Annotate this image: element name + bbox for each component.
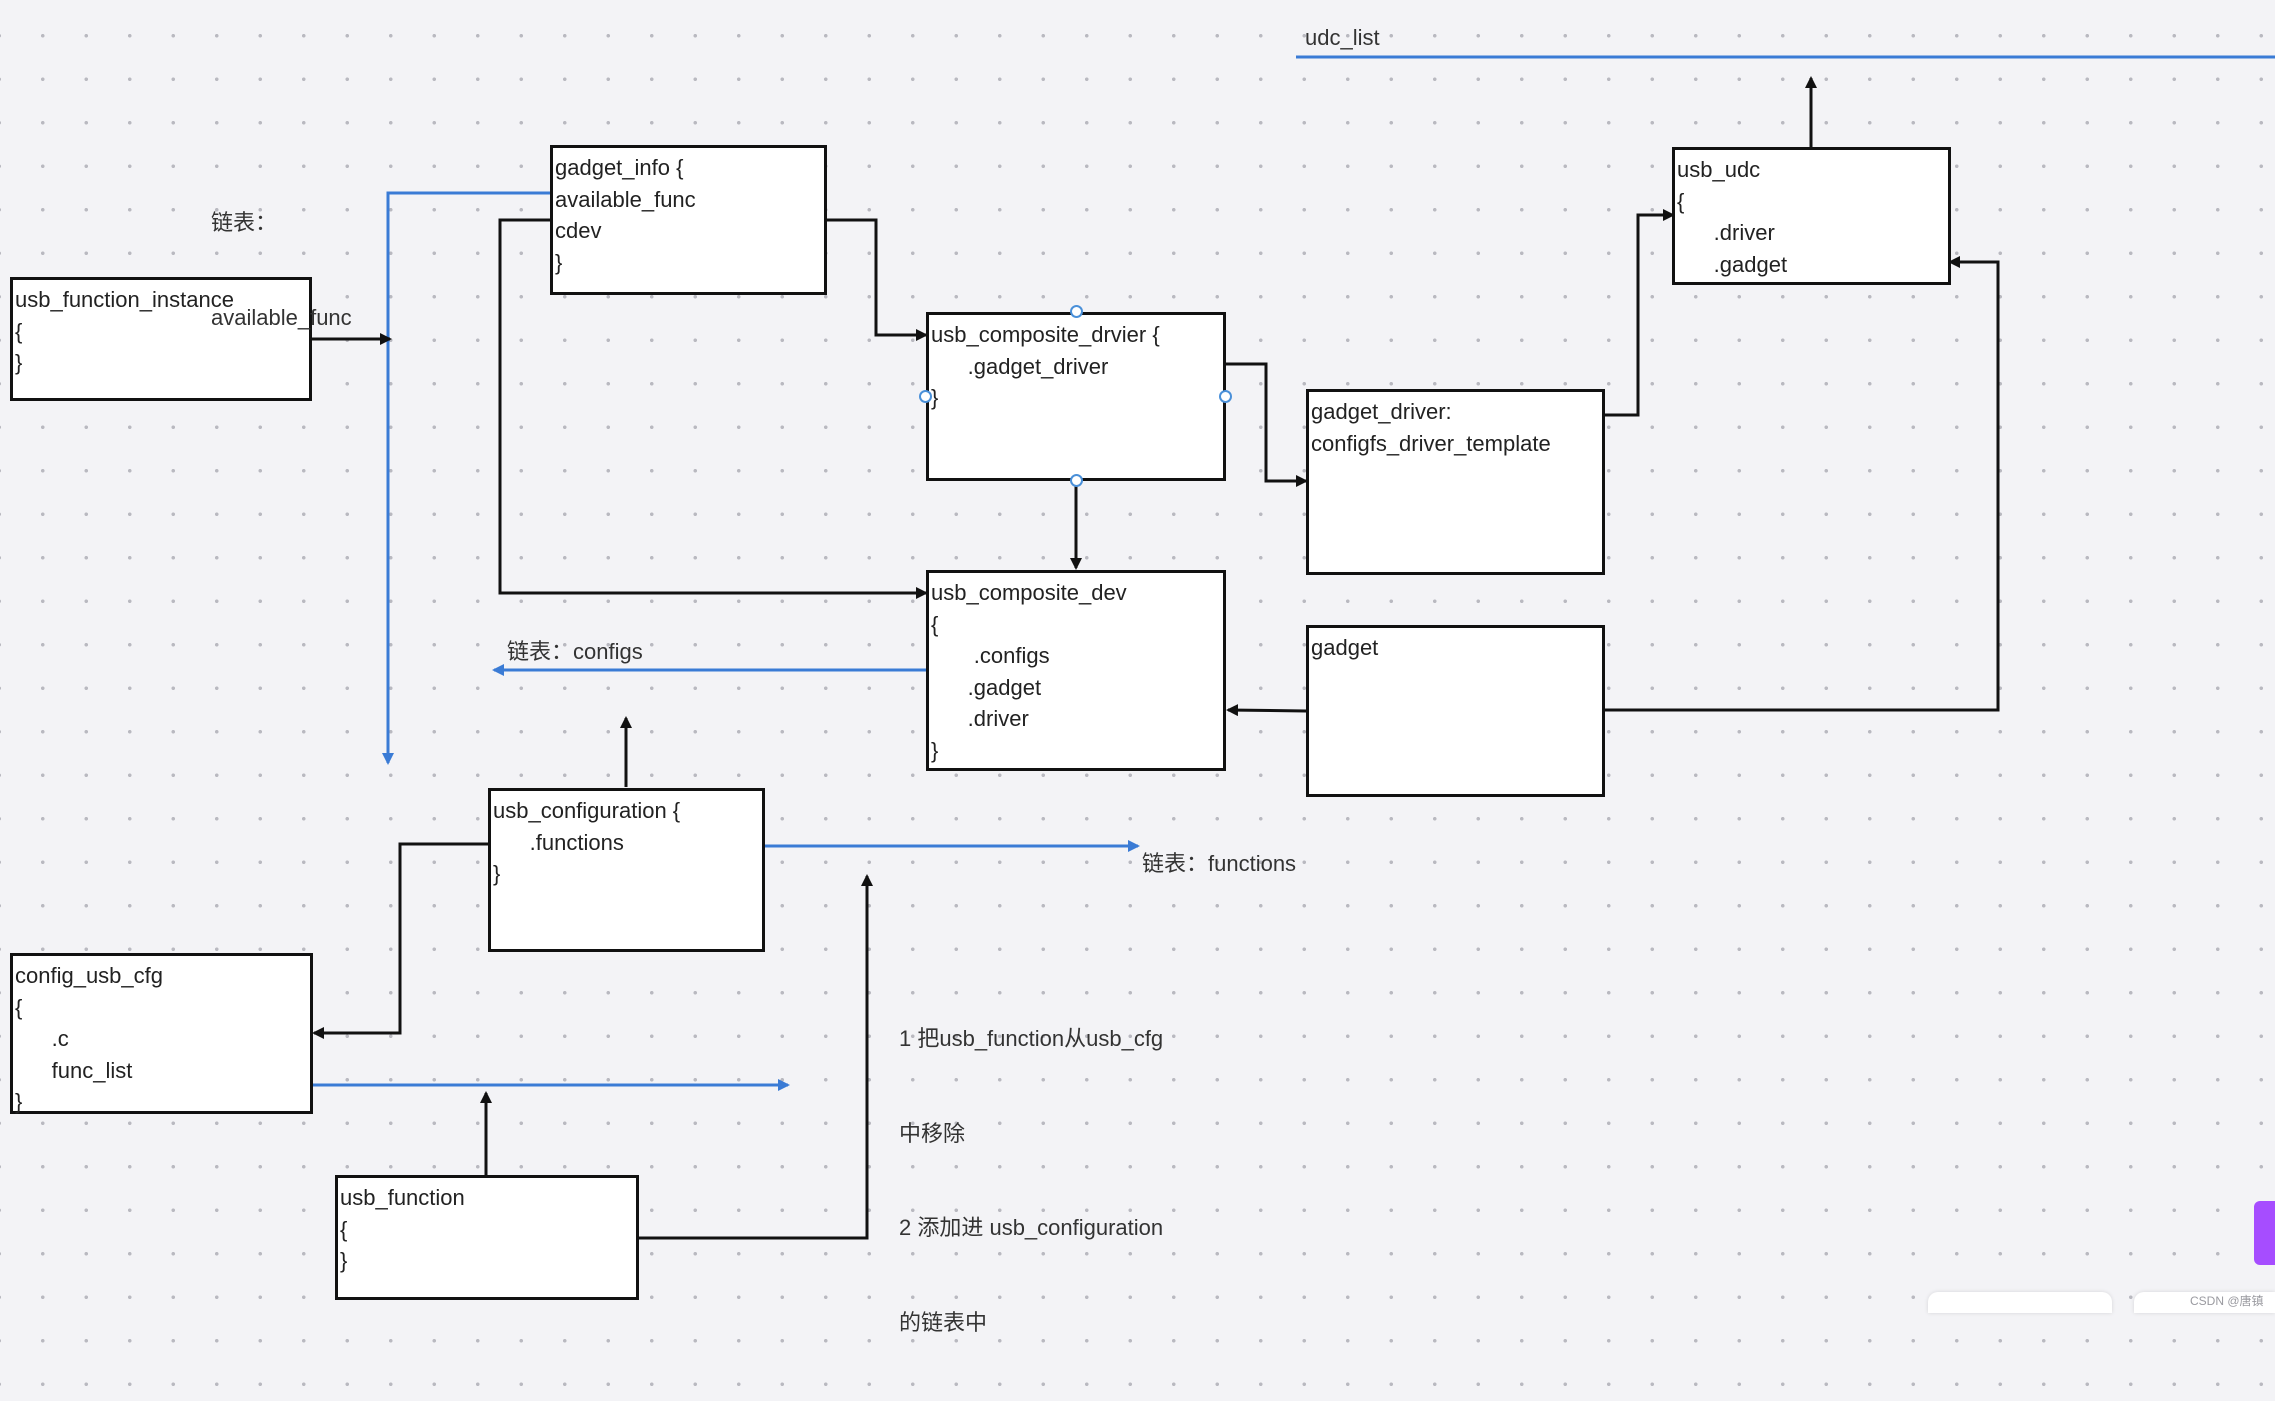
node-text-line: { [15, 994, 23, 1020]
label-functions-list: 链表：functions [1142, 851, 1297, 876]
edge-function-to-functions-list[interactable] [638, 874, 873, 1240]
label-udc-list: udc_list [1305, 25, 1380, 50]
label-available-func-line-1: 链表： [211, 210, 278, 235]
node-text-line: func_list [15, 1057, 133, 1083]
node-text-line: { [340, 1216, 348, 1242]
node-text-line: usb_function_instance [15, 287, 234, 312]
node-text-line: { [931, 611, 939, 637]
node-text-line: usb_configuration { [493, 798, 681, 823]
node-text-line: available_func [555, 186, 696, 212]
node-text-line: .functions [493, 829, 624, 855]
node-text-line: { [1677, 188, 1685, 214]
note-move-function: 1 把usb_function从usb_cfg 中移除 2 添加进 usb_co… [899, 960, 1163, 1401]
node-text-line: } [931, 385, 939, 410]
edge-composite-drvier-to-gadget-driver[interactable] [1226, 362, 1308, 487]
edge-configuration-to-cfg[interactable] [312, 842, 489, 1039]
node-text-line: } [931, 737, 939, 763]
edge-available-func-list[interactable] [382, 191, 551, 765]
edge-gadget-driver-to-udc[interactable] [1603, 209, 1675, 417]
resize-handle-bottom[interactable] [1070, 474, 1083, 487]
node-gadget-driver[interactable]: gadget_driver: configfs_driver_template [1306, 389, 1605, 575]
node-text-line: configfs_driver_template [1311, 430, 1551, 456]
diagram-canvas: usb_function_instance {} gadget_info { ava… [10, 25, 2275, 1335]
node-text-line: .gadget_driver [931, 353, 1109, 379]
edge-gadget-to-composite-dev[interactable] [1226, 704, 1307, 717]
node-text-line: .driver [931, 706, 1029, 731]
label-available-func-line-2: available_func [211, 304, 352, 330]
node-usb-composite-drvier[interactable]: usb_composite_drvier { .gadget_driver} [926, 312, 1226, 481]
node-text-line: .gadget [931, 674, 1042, 700]
node-text-line: { [15, 318, 23, 344]
note-line-2: 中移除 [899, 1120, 966, 1146]
node-text-line: } [15, 1089, 23, 1114]
node-text-line: usb_udc [1677, 157, 1761, 182]
node-usb-udc[interactable]: usb_udc { .driver .gadget [1672, 147, 1951, 285]
note-line-1: 1 把usb_function从usb_cfg [899, 1026, 1164, 1051]
connectors-layer [311, 55, 2275, 1240]
node-gadget[interactable]: gadget [1306, 625, 1605, 797]
resize-handle-left[interactable] [919, 390, 932, 403]
node-text-line: } [555, 249, 563, 275]
label-available-func-list: 链表： available_func [211, 144, 352, 396]
edge-gadget-info-to-composite-drvier[interactable] [826, 218, 928, 341]
node-text-line: } [15, 350, 23, 375]
resize-handle-top[interactable] [1070, 305, 1083, 318]
node-config-usb-cfg[interactable]: config_usb_cfg { .c func_list} [10, 953, 313, 1114]
node-text-line: usb_composite_dev [931, 580, 1127, 605]
node-text-line: .gadget [1677, 251, 1788, 277]
watermark: CSDN @唐镇 [2190, 1294, 2264, 1308]
node-text-line: .configs [931, 643, 1050, 668]
node-text-line: gadget_driver: [1311, 399, 1452, 424]
node-text-line: config_usb_cfg [15, 963, 163, 988]
node-usb-function-instance[interactable]: usb_function_instance {} [10, 277, 312, 401]
node-text-line: .c [15, 1026, 69, 1051]
node-text-line: cdev [555, 218, 602, 243]
edge-cdev-to-composite-dev[interactable] [498, 218, 928, 599]
node-text-line: } [340, 1248, 348, 1273]
minimap-panel[interactable] [2134, 1292, 2275, 1313]
note-line-4: 的链表中 [899, 1309, 988, 1335]
node-usb-configuration[interactable]: usb_configuration { .functions} [488, 788, 765, 952]
node-usb-composite-dev[interactable]: usb_composite_dev { .configs .gadget .dri… [926, 570, 1226, 771]
zoom-panel[interactable] [1928, 1292, 2112, 1313]
assistant-widget-icon[interactable] [2254, 1201, 2275, 1265]
node-text-line: .driver [1677, 220, 1775, 245]
node-usb-function[interactable]: usb_function {} [335, 1175, 639, 1300]
label-configs-list: 链表：configs [507, 639, 643, 664]
note-line-3: 2 添加进 usb_configuration [899, 1215, 1164, 1240]
resize-handle-right[interactable] [1219, 390, 1232, 403]
node-text-line: usb_function [340, 1185, 465, 1210]
node-text-line: gadget [1311, 635, 1379, 660]
edge-gadget-to-udc[interactable] [1603, 256, 2000, 712]
node-text-line: gadget_info { [555, 155, 684, 180]
node-text-line: usb_composite_drvier { [931, 322, 1160, 347]
node-text-line: } [493, 861, 501, 886]
